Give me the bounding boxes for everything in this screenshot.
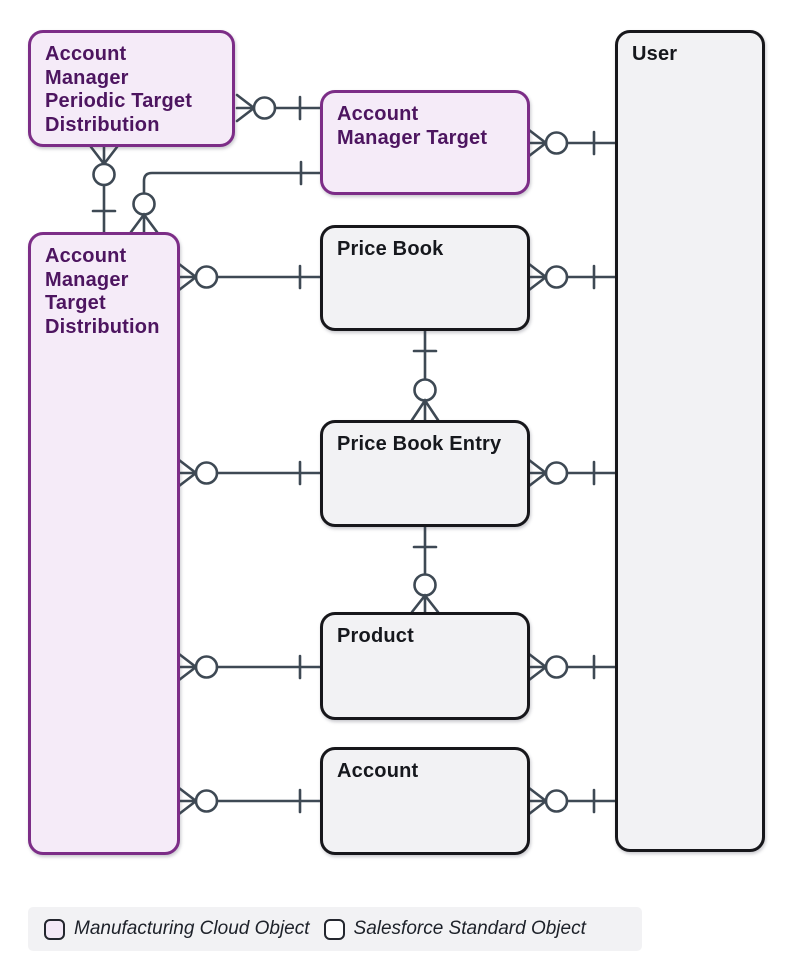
connector-product-to-user: [527, 652, 617, 682]
entity-account-manager-target-distribution: Account Manager Target Distribution: [28, 232, 180, 855]
entity-label: Account Manager Target Distribution: [45, 245, 160, 338]
legend: Manufacturing Cloud Object Salesforce St…: [28, 907, 642, 951]
connector-amtd-to-pricebook: [177, 262, 322, 292]
entity-account: Account: [320, 747, 530, 855]
connector-amtd-to-account: [177, 786, 322, 816]
entity-label: Price Book Entry: [337, 433, 502, 455]
connector-amt-to-amtd: [129, 160, 322, 234]
entity-price-book: Price Book: [320, 225, 530, 331]
connector-amt-to-user: [527, 128, 617, 158]
entity-label: Price Book: [337, 238, 444, 260]
entity-label: Product: [337, 625, 414, 647]
entity-label: Account Manager Periodic Target Distribu…: [45, 43, 193, 136]
connector-amtd-to-product: [177, 652, 322, 682]
legend-label: Manufacturing Cloud Object: [74, 918, 310, 939]
connector-pbe-to-user: [527, 458, 617, 488]
legend-item-manufacturing: Manufacturing Cloud Object: [44, 918, 310, 940]
connector-pricebook-to-user: [527, 262, 617, 292]
connector-pbe-to-product: [410, 524, 440, 614]
connector-account-to-user: [527, 786, 617, 816]
entity-label: Account: [337, 760, 419, 782]
entity-label: User: [632, 43, 678, 65]
entity-product: Product: [320, 612, 530, 720]
connector-amtd-to-pbe: [177, 458, 322, 488]
entity-account-manager-periodic-target-distribution: Account Manager Periodic Target Distribu…: [28, 30, 235, 147]
entity-user: User: [615, 30, 765, 852]
legend-label: Salesforce Standard Object: [353, 918, 586, 939]
manufacturing-cloud-swatch-icon: [44, 918, 65, 940]
entity-price-book-entry: Price Book Entry: [320, 420, 530, 527]
entity-label: Account Manager Target: [337, 103, 488, 149]
connector-pricebook-to-pbe: [410, 328, 440, 422]
salesforce-standard-swatch-icon: [323, 918, 345, 940]
connector-periodic-to-amtd: [89, 145, 119, 234]
entity-account-manager-target: Account Manager Target: [320, 90, 530, 195]
connector-periodic-to-amt: [235, 93, 322, 123]
legend-item-standard: Salesforce Standard Object: [323, 918, 586, 940]
